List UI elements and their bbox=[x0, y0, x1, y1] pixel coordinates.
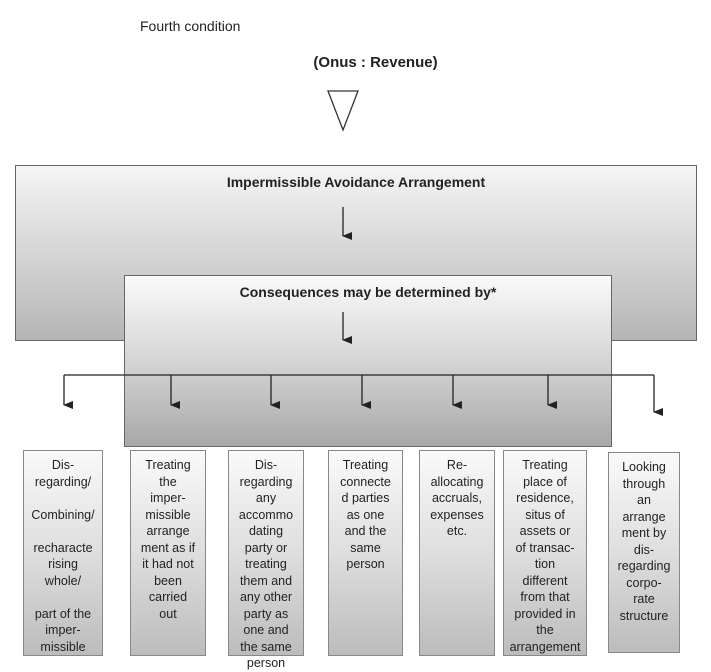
consequence-box-3: Dis- regarding any accommo dating party … bbox=[228, 450, 304, 670]
down-triangle-icon bbox=[327, 90, 359, 132]
consequence-box-5: Re- allocating accruals, expenses etc. bbox=[419, 450, 495, 656]
consequences-box: Consequences may be determined by* bbox=[124, 275, 612, 447]
outer-box-title: Impermissible Avoidance Arrangement bbox=[226, 174, 486, 190]
onus-label: (Onus : Revenue) bbox=[313, 54, 438, 71]
condition-label: Fourth condition bbox=[140, 18, 241, 34]
consequence-box-7: Looking through an arrange ment by dis- … bbox=[608, 452, 680, 653]
consequence-box-2: Treating the imper- missible arrange men… bbox=[130, 450, 206, 656]
connector-arrows bbox=[63, 207, 663, 416]
consequence-box-1: Dis- regarding/ Combining/ recharacte ri… bbox=[23, 450, 103, 656]
consequence-box-6: Treating place of residence, situs of as… bbox=[503, 450, 587, 656]
consequence-box-4: Treating connecte d parties as one and t… bbox=[328, 450, 403, 656]
inner-box-title: Consequences may be determined by* bbox=[239, 284, 497, 300]
